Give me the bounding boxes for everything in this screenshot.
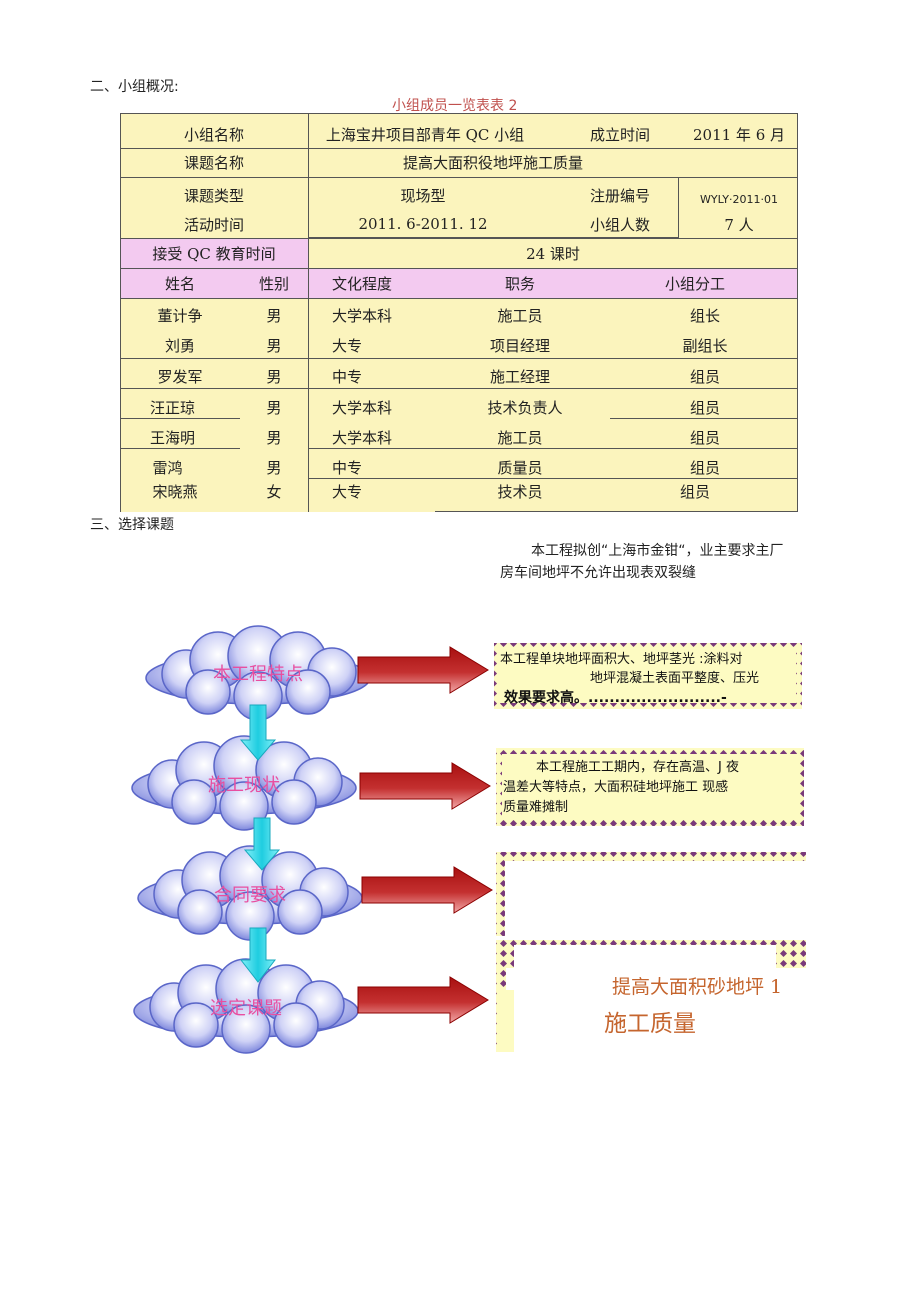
header-education: 文化程度 <box>332 274 393 293</box>
edu-value: 24 课时 <box>526 244 580 263</box>
member-name: 刘勇 <box>164 336 195 355</box>
result-line-1: 提高大面积砂地坪 1 <box>612 976 783 998</box>
right-arrow-2 <box>359 762 491 810</box>
member-name: 雷鸿 <box>152 458 183 477</box>
group-name-value: 上海宝井项目部青年 QC 小组 <box>325 125 525 144</box>
down-arrow-2 <box>243 817 281 871</box>
member-education: 大学本科 <box>332 306 393 325</box>
member-gender: 男 <box>266 398 282 417</box>
result-box <box>496 940 806 1052</box>
type-value: 现场型 <box>400 186 446 205</box>
count-label: 小组人数 <box>589 215 650 234</box>
period-value: 2011. 6-2011. 12 <box>358 215 488 233</box>
founded-label: 成立时间 <box>589 125 650 144</box>
edu-label: 接受 QC 教育时间 <box>152 244 276 263</box>
member-gender: 男 <box>266 336 282 355</box>
member-education: 中专 <box>332 367 363 386</box>
header-role: 小组分工 <box>664 274 725 293</box>
info-box-1 <box>494 643 802 709</box>
member-position: 施工经理 <box>489 367 550 386</box>
member-position: 施工员 <box>497 428 543 447</box>
down-arrow-3 <box>239 927 277 983</box>
step-label-2: 施工现状 <box>208 775 280 796</box>
box1-line-1: 本工程单块地坪面积大、地坪茎光 :涂料对 <box>500 652 743 667</box>
member-education: 中专 <box>332 458 363 477</box>
step-label-1: 本工程特点 <box>213 664 303 685</box>
header-row-highlight <box>120 268 798 298</box>
member-role: 副组长 <box>682 336 728 355</box>
member-gender: 女 <box>266 482 282 501</box>
member-education: 大专 <box>332 336 363 355</box>
intro-line-1: 本工程拟创“上海市金钳“，业主要求主厂 <box>531 543 784 559</box>
member-name: 宋晓燕 <box>152 482 198 501</box>
intro-line-2: 房车间地坪不允许出现表双裂缝 <box>500 565 696 581</box>
down-arrow-1 <box>239 704 277 761</box>
box1-line-2: 地坪混凝土表面平整度、压光 <box>590 671 760 686</box>
section-3-heading: 三、选择课题 <box>90 517 174 533</box>
member-role: 组员 <box>679 482 710 501</box>
table-caption: 小组成员一览表表 2 <box>392 98 518 114</box>
count-value: 7 人 <box>724 215 754 234</box>
right-arrow-1 <box>357 646 489 694</box>
step-label-3: 合同要求 <box>214 885 286 906</box>
member-gender: 男 <box>266 458 282 477</box>
reg-label: 注册编号 <box>589 186 650 205</box>
table-background <box>120 113 798 512</box>
member-gender: 男 <box>266 428 282 447</box>
member-role: 组长 <box>689 306 720 325</box>
header-position: 职务 <box>504 274 535 293</box>
result-line-2: 施工质量 <box>604 1011 696 1037</box>
step-label-4: 选定课题 <box>210 998 282 1019</box>
member-role: 组员 <box>689 398 720 417</box>
member-position: 技术员 <box>497 482 543 501</box>
group-name-label: 小组名称 <box>183 125 244 144</box>
member-name: 董计争 <box>157 306 203 325</box>
member-name: 汪正琼 <box>149 398 195 417</box>
edu-label-highlight <box>120 238 308 268</box>
header-name: 姓名 <box>164 274 195 293</box>
info-box-3 <box>496 852 806 936</box>
member-name: 罗发军 <box>157 367 203 386</box>
box2-line-1: 本工程施工工期内，存在高温、J 夜 <box>536 760 739 775</box>
member-position: 质量员 <box>497 458 543 477</box>
member-gender: 男 <box>266 306 282 325</box>
right-arrow-3 <box>361 866 493 914</box>
topic-value: 提高大面积役地坪施工质量 <box>402 154 583 172</box>
member-name: 王海明 <box>149 428 195 447</box>
member-position: 技术负责人 <box>487 398 563 417</box>
box2-line-2: 温差大等特点，大面积硅地坪施工 现感 <box>503 780 729 795</box>
member-role: 组员 <box>689 367 720 386</box>
box2-line-3: 质量难摊制 <box>503 800 569 815</box>
member-role: 组员 <box>689 428 720 447</box>
info-box-2 <box>496 748 804 826</box>
member-education: 大专 <box>332 482 363 501</box>
header-gender: 性别 <box>258 274 289 293</box>
type-label: 课题类型 <box>183 186 244 205</box>
reg-value: WYLY·2011·01 <box>700 192 778 206</box>
box1-line-3: 效果要求高。.........................- <box>504 690 727 706</box>
qc-group-table: 小组名称 上海宝井项目部青年 QC 小组 成立时间 2011 年 6 月 课题名… <box>120 113 798 512</box>
founded-value: 2011 年 6 月 <box>692 125 786 144</box>
member-position: 项目经理 <box>489 336 550 355</box>
topic-label: 课题名称 <box>183 154 244 172</box>
member-education: 大学本科 <box>332 398 393 417</box>
member-role: 组员 <box>689 458 720 477</box>
right-arrow-4 <box>357 976 489 1024</box>
member-position: 施工员 <box>497 306 543 325</box>
member-education: 大学本科 <box>332 428 393 447</box>
period-label: 活动时间 <box>183 215 244 234</box>
member-gender: 男 <box>266 367 282 386</box>
section-2-heading: 二、小组概况: <box>90 79 179 95</box>
